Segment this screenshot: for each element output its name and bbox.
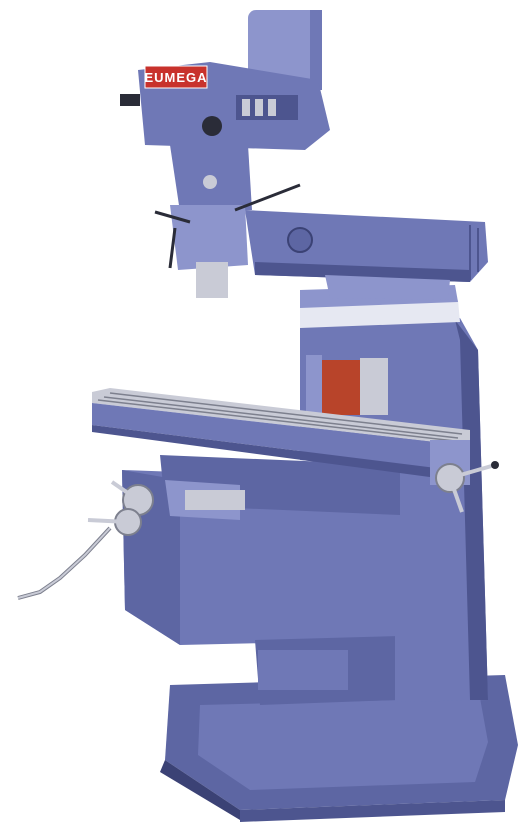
handwheel-right: [435, 461, 499, 513]
machine-base: [160, 675, 518, 822]
brand-plate: EUMEGA: [144, 65, 208, 89]
knee-crank-handle: [17, 526, 112, 600]
ram: [245, 210, 488, 300]
column-window: [322, 360, 360, 415]
work-table: [92, 388, 470, 485]
milling-head: [120, 10, 330, 298]
brand-plate-text: EUMEGA: [144, 70, 207, 85]
handwheel-left: [87, 480, 154, 536]
saddle: [160, 455, 400, 520]
